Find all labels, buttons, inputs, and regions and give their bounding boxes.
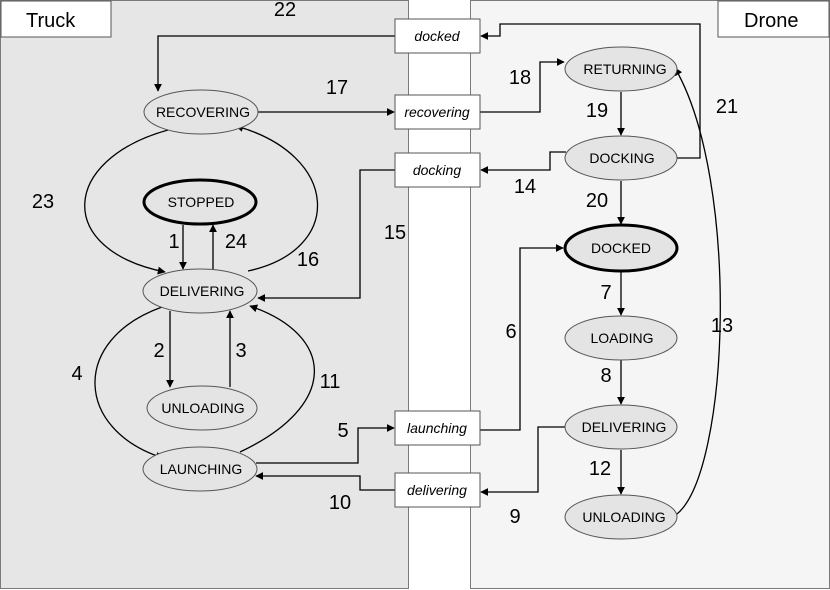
edge-6 — [480, 244, 564, 431]
label-8: 8 — [600, 365, 611, 387]
transition-numbers: 1 24 2 3 4 11 23 16 17 22 15 5 10 18 14 … — [32, 0, 738, 528]
label-5: 5 — [337, 420, 348, 442]
msg-launching-box — [394, 410, 481, 446]
state-truck-stopped — [142, 178, 258, 226]
msg-recovering-label: recovering — [404, 104, 470, 120]
label-21: 21 — [716, 96, 738, 118]
state-truck-stopped-label: STOPPED — [168, 194, 235, 210]
label-22: 22 — [274, 0, 296, 21]
label-4: 4 — [71, 363, 82, 385]
edge-10 — [255, 472, 395, 491]
msg-delivering-label: delivering — [407, 482, 467, 498]
state-truck-launching-label: LAUNCHING — [160, 461, 242, 477]
edge-21 — [480, 23, 701, 159]
label-1: 1 — [168, 231, 179, 253]
label-18: 18 — [509, 67, 531, 89]
drone-states: RETURNING DOCKING DOCKED LOADING DELIVER… — [563, 46, 679, 540]
label-16: 16 — [297, 249, 319, 271]
state-drone-returning-label: RETURNING — [583, 61, 666, 77]
truck-states: RECOVERING STOPPED DELIVERING UNLOADING … — [142, 89, 259, 492]
label-23: 23 — [32, 191, 54, 213]
state-drone-docking-label: DOCKING — [589, 150, 654, 166]
edge-4 — [94, 306, 164, 460]
edge-22 — [154, 35, 395, 92]
edge-9 — [480, 426, 566, 496]
state-drone-unloading-label: UNLOADING — [582, 509, 665, 525]
edges — [84, 23, 721, 515]
msg-launching-label: launching — [407, 420, 467, 436]
label-20: 20 — [586, 190, 608, 212]
label-24: 24 — [225, 231, 247, 253]
state-truck-launching — [142, 446, 258, 492]
msg-docking-label: docking — [413, 162, 461, 178]
state-drone-loading-label: LOADING — [590, 330, 653, 346]
drone-title-box — [717, 0, 830, 38]
state-truck-delivering-label: DELIVERING — [160, 283, 245, 299]
state-truck-recovering-label: RECOVERING — [156, 104, 250, 120]
state-truck-unloading-label: UNLOADING — [161, 400, 244, 416]
label-7: 7 — [600, 282, 611, 304]
label-12: 12 — [589, 458, 611, 480]
msg-docking-box — [394, 152, 481, 188]
label-14: 14 — [514, 176, 536, 198]
state-drone-docked — [563, 223, 679, 273]
truck-title: Truck — [26, 10, 76, 32]
label-3: 3 — [235, 340, 246, 362]
edge-13 — [674, 67, 721, 515]
state-truck-unloading — [146, 385, 258, 431]
drone-panel — [470, 0, 830, 589]
label-13: 13 — [711, 315, 733, 337]
message-boxes: docked recovering docking launching deli… — [394, 18, 481, 508]
drone-title: Drone — [744, 10, 798, 32]
label-17: 17 — [326, 77, 348, 99]
label-9: 9 — [509, 506, 520, 528]
label-2: 2 — [153, 340, 164, 362]
state-drone-loading — [564, 315, 678, 361]
edge-15 — [257, 169, 395, 302]
state-drone-returning — [564, 46, 678, 92]
state-drone-docked-label: DOCKED — [591, 240, 651, 256]
state-truck-delivering — [142, 268, 258, 314]
edge-5 — [256, 424, 395, 464]
label-6: 6 — [505, 321, 516, 343]
truck-title-box — [0, 0, 112, 38]
state-drone-docking — [564, 135, 678, 181]
label-10: 10 — [329, 492, 351, 514]
edge-14 — [480, 151, 566, 174]
state-drone-unloading — [564, 494, 678, 540]
edge-18 — [480, 58, 565, 113]
state-truck-recovering — [143, 89, 259, 135]
msg-docked-box — [394, 18, 481, 54]
state-drone-delivering — [564, 404, 678, 450]
edge-11 — [239, 304, 315, 453]
msg-recovering-box — [394, 94, 481, 130]
edge-16 — [235, 124, 319, 272]
msg-delivering-box — [394, 472, 481, 508]
edge-23 — [84, 129, 169, 275]
label-19: 19 — [586, 100, 608, 122]
state-drone-delivering-label: DELIVERING — [582, 419, 667, 435]
label-11: 11 — [320, 371, 341, 393]
label-15: 15 — [384, 222, 406, 244]
msg-docked-label: docked — [414, 28, 460, 44]
